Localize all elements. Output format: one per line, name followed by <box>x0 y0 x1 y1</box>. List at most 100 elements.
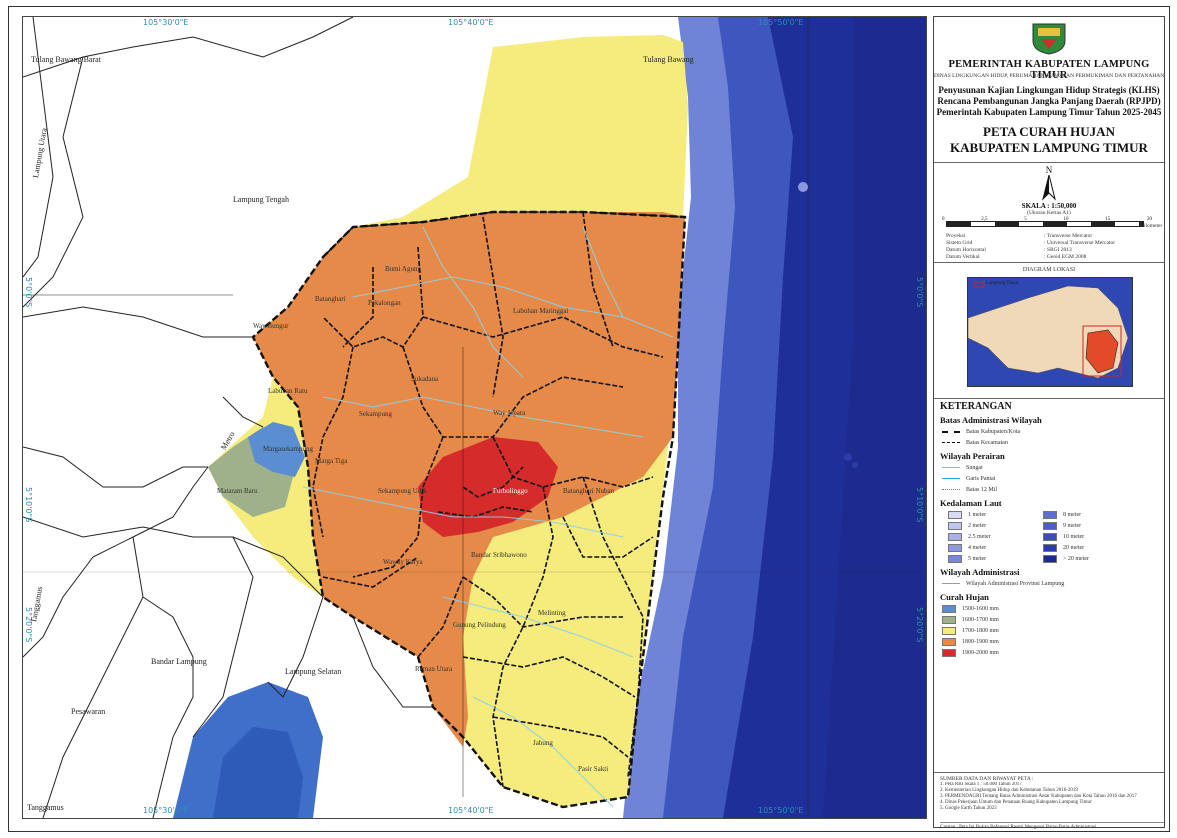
coord-top: 105°40'0"E <box>448 18 494 27</box>
project-line-1: Penyusunan Kajian Lingkungan Hidup Strat… <box>938 85 1160 95</box>
district-label: Batanghari Nuban <box>563 487 615 495</box>
scale-bar <box>946 221 1144 227</box>
legend-row: 8 meter <box>1043 509 1130 520</box>
regency-crest-logo <box>1032 23 1066 55</box>
district-label: Purbolinggo <box>493 487 528 495</box>
region-label: Pesawaran <box>71 707 106 716</box>
disclaimer: Catatan : Peta Ini Bukan Referensi Resmi… <box>940 822 1164 830</box>
district-label: Gunung Pelindung <box>453 621 506 629</box>
rain-zone-red <box>418 437 558 537</box>
coord-left: 5°0'0"S <box>24 277 33 308</box>
district-label: Batanghari <box>315 295 346 303</box>
legend-row: 1500-1600 mm <box>942 603 1164 614</box>
legend-row: 9 meter <box>1043 520 1130 531</box>
sea-southwest-shallow <box>213 727 303 818</box>
projection-values: : Transverse Mercator: Universal Transve… <box>1044 233 1116 260</box>
district-label: Labuhan Maringgai <box>513 307 569 315</box>
project-line-2: Rencana Pembangunan Jangka Panjang Daera… <box>937 96 1161 106</box>
legend-row: Batas 12 Mil <box>942 484 1164 495</box>
inset-map <box>967 277 1133 387</box>
map-title-2: KABUPATEN LAMPUNG TIMUR <box>950 140 1148 155</box>
rivers <box>302 226 674 808</box>
legend-wil-title: Wilayah Administrasi <box>940 567 1020 577</box>
north-arrow-icon <box>1042 175 1056 201</box>
legend-row: 2.5 meter <box>948 531 1035 542</box>
legend-row: 1700-1800 mm <box>942 625 1164 636</box>
sea-deep-2 <box>823 17 926 818</box>
district-label: Jabung <box>533 739 553 747</box>
legend-row: 4 meter <box>948 542 1035 553</box>
district-label: Bandar Sribhawono <box>471 551 527 559</box>
island <box>798 182 808 192</box>
legend-row: Garis Pantai <box>942 473 1164 484</box>
coord-left: 5°10'0"S <box>24 487 33 523</box>
district-label: Raman Utara <box>415 665 453 673</box>
dept-name: DINAS LINGKUNGAN HIDUP, PERUMAHAN, KAWAS… <box>934 73 1164 79</box>
legend-title: KETERANGAN <box>940 401 1012 412</box>
legend-water-title: Wilayah Perairan <box>940 451 1005 461</box>
coord-top: 105°50'0"E <box>758 18 804 27</box>
map-info-panel: PEMERINTAH KABUPATEN LAMPUNG TIMUR DINAS… <box>933 16 1165 830</box>
region-label: Lampung Selatan <box>285 667 342 676</box>
legend-admin-title: Batas Administrasi Wilayah <box>940 415 1042 425</box>
legend-rain-title: Curah Hujan <box>940 592 989 602</box>
inset-title: DIAGRAM LOKASI <box>1022 267 1076 273</box>
legend-row: 1 meter <box>948 509 1035 520</box>
region-label: Lampung Tengah <box>233 195 289 204</box>
coord-bottom: 105°40'0"E <box>448 806 494 815</box>
district-label: Pekalongan <box>368 299 401 307</box>
district-label: Melinting <box>538 609 566 617</box>
coord-right: 5°20'0"S <box>915 607 924 643</box>
location-diagram: DIAGRAM LOKASI Lampung Timur <box>934 263 1164 399</box>
district-label: Labuhan Ratu <box>268 387 308 395</box>
legend-row: 2 meter <box>948 520 1035 531</box>
district-label: Sekampung <box>359 410 393 418</box>
depth-legend-grid: 1 meter 2 meter 2.5 meter 4 meter 5 mete… <box>940 509 1130 564</box>
legend-depth-title: Kedalaman Laut <box>940 498 1002 508</box>
district-label: Bumi Agung <box>385 265 421 273</box>
scale-sub: (Ukuran Kertas A1) <box>1027 210 1071 216</box>
coord-top: 105°30'0"E <box>143 18 189 27</box>
project-line-3: Pemerintah Kabupaten Lampung Timur Tahun… <box>936 107 1162 117</box>
island <box>844 453 852 461</box>
sources-block: SUMBER DATA DAN RIWAYAT PETA : 1. Peta R… <box>934 772 1164 830</box>
legend-row: 5 meter <box>948 553 1035 564</box>
district-label: Way Jepara <box>493 409 526 417</box>
graticule <box>23 17 926 818</box>
legend-row: > 20 meter <box>1043 553 1130 564</box>
legend-row: 10 meter <box>1043 531 1130 542</box>
legend-row: 1600-1700 mm <box>942 614 1164 625</box>
coord-bottom: 105°50'0"E <box>758 806 804 815</box>
district-label: Waway Karya <box>383 558 423 566</box>
neighbor-boundaries <box>23 17 433 818</box>
legend-row: Batas Kabupaten/Kota <box>942 426 1164 437</box>
coord-right: 5°0'0"S <box>915 277 924 308</box>
legend-row: Wilayah Administrasi Provinsi Lampung <box>942 578 1164 589</box>
island <box>852 462 858 468</box>
region-label: Tulang Bawang Barat <box>31 55 101 64</box>
legend-row: 1900-2000 mm <box>942 647 1164 658</box>
district-label: Mataram Baru <box>217 487 258 495</box>
district-label: Way Bungur <box>253 322 289 330</box>
map-canvas[interactable]: 105°30'0"E 105°40'0"E 105°50'0"E 105°30'… <box>22 16 927 819</box>
coord-bottom: 105°30'0"E <box>143 806 189 815</box>
sources-title: SUMBER DATA DAN RIWAYAT PETA : <box>940 776 1034 782</box>
district-label: Sukadana <box>411 375 439 383</box>
scale-label: SKALA : 1:50,000 <box>1021 202 1077 210</box>
rain-zone-blue <box>248 422 305 477</box>
region-label: Tulang Bawang <box>643 55 694 64</box>
map-svg <box>23 17 926 818</box>
north-label: N <box>1045 165 1053 175</box>
district-label: Sekampung Udik <box>378 487 427 495</box>
kabupaten-boundary <box>251 210 687 809</box>
region-label: Bandar Lampung <box>151 657 207 666</box>
legend-block: KETERANGAN Batas Administrasi Wilayah Ba… <box>934 399 1164 658</box>
district-label: Pasir Sakti <box>578 765 609 773</box>
coord-left: 5°20'0"S <box>24 607 33 643</box>
gov-title: PEMERINTAH KABUPATEN LAMPUNG TIMUR <box>948 59 1150 81</box>
sources-list: 1. Peta RBI Skala 1 : 50.000 Tahun 2017 … <box>940 782 1137 811</box>
legend-row: Sungai <box>942 462 1164 473</box>
